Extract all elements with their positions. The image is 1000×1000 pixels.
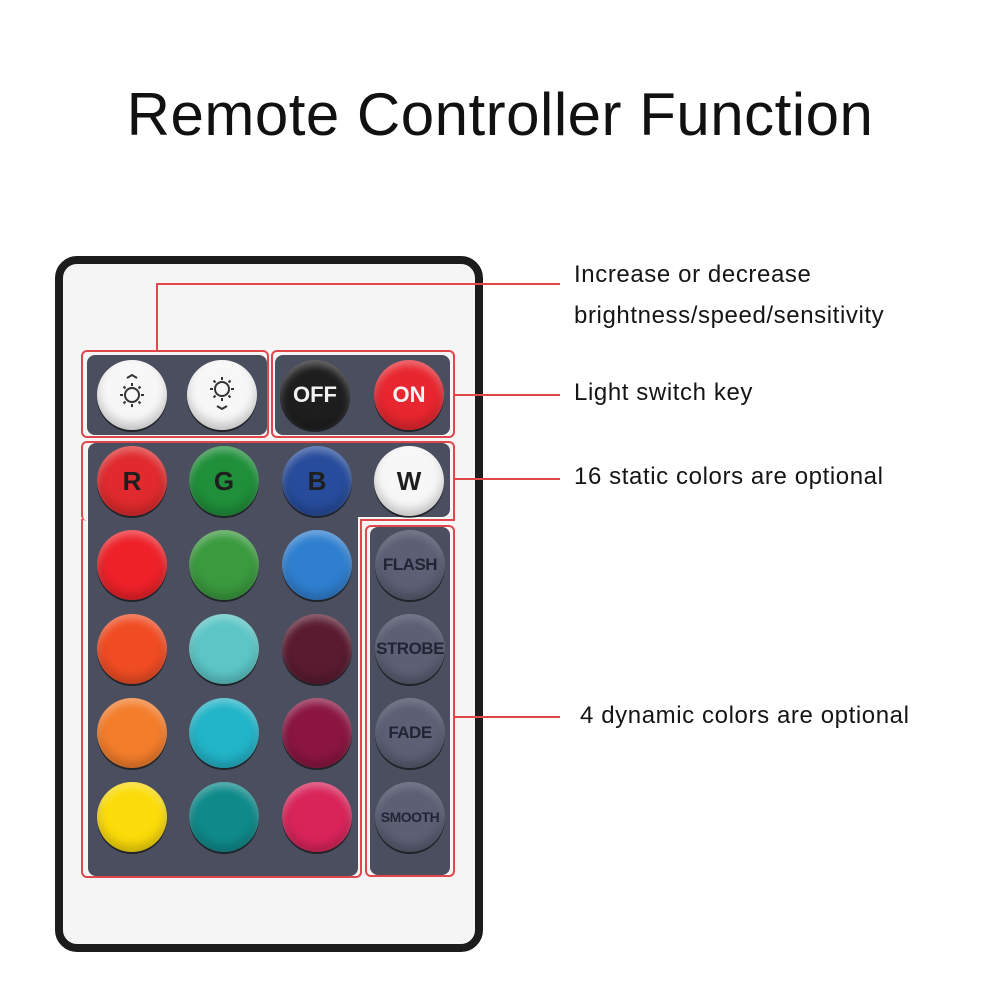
color-button-1[interactable] (97, 530, 167, 600)
static-highlight-lower-box (81, 519, 362, 878)
color-button-6[interactable] (282, 614, 352, 684)
dynamic-leader (455, 716, 560, 718)
static-label: 16 static colors are optional (574, 463, 884, 490)
red-button[interactable]: R (97, 446, 167, 516)
brightness-leader-horizontal (156, 283, 560, 285)
color-button-11[interactable] (189, 782, 259, 852)
switch-highlight-box (271, 350, 455, 438)
off-button[interactable]: OFF (280, 360, 350, 430)
color-button-4[interactable] (97, 614, 167, 684)
static-box-step-line (360, 519, 455, 521)
color-button-7[interactable] (97, 698, 167, 768)
color-button-3[interactable] (282, 530, 352, 600)
smooth-button[interactable]: SMOOTH (375, 782, 445, 852)
brightness-up-button[interactable] (187, 360, 257, 430)
color-button-8[interactable] (189, 698, 259, 768)
color-button-10[interactable] (97, 782, 167, 852)
brightness-up-icon (200, 370, 244, 420)
blue-button[interactable]: B (282, 446, 352, 516)
fade-button[interactable]: FADE (375, 698, 445, 768)
white-button[interactable]: W (374, 446, 444, 516)
brightness-label-line1: Increase or decrease (574, 261, 812, 288)
flash-button[interactable]: FLASH (375, 530, 445, 600)
on-button[interactable]: ON (374, 360, 444, 430)
brightness-leader-vertical (156, 283, 158, 352)
switch-leader (455, 394, 560, 396)
switch-label: Light switch key (574, 379, 754, 406)
dynamic-label: 4 dynamic colors are optional (580, 702, 910, 729)
static-leader (455, 478, 560, 480)
color-button-5[interactable] (189, 614, 259, 684)
strobe-button[interactable]: STROBE (375, 614, 445, 684)
color-button-2[interactable] (189, 530, 259, 600)
color-button-12[interactable] (282, 782, 352, 852)
page-title: Remote Controller Function (126, 81, 874, 148)
green-button[interactable]: G (189, 446, 259, 516)
color-button-9[interactable] (282, 698, 352, 768)
brightness-down-icon (110, 370, 154, 420)
brightness-highlight-box (81, 350, 269, 438)
static-highlight-top-box (81, 441, 455, 521)
brightness-label-line2: brightness/speed/sensitivity (574, 302, 885, 329)
dynamic-highlight-box (365, 525, 455, 877)
brightness-down-button[interactable] (97, 360, 167, 430)
